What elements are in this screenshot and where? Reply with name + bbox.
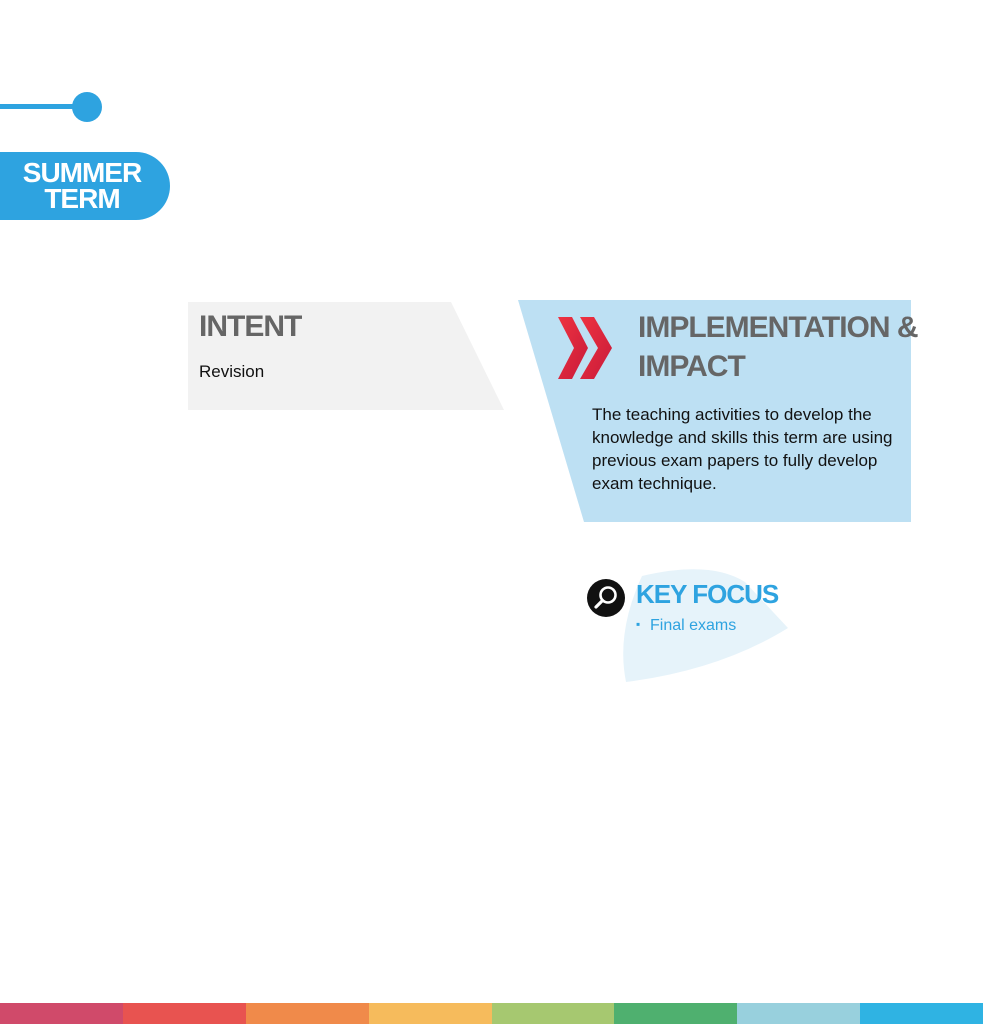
key-focus-list: Final exams <box>636 617 736 635</box>
timeline-line <box>0 104 80 109</box>
implementation-body: The teaching activities to develop the k… <box>592 405 893 493</box>
stripe-segment <box>491 1003 615 1024</box>
key-focus-title: KEY FOCUS <box>636 579 779 609</box>
search-icon <box>587 579 625 617</box>
stripe-segment <box>614 1003 738 1024</box>
term-badge-line2: TERM <box>44 183 120 214</box>
color-stripe <box>0 1003 983 1024</box>
key-focus-item: Final exams <box>636 617 736 635</box>
implementation-title: IMPLEMENTATION & IMPACT <box>638 311 919 383</box>
intent-panel <box>188 302 504 410</box>
implementation-panel <box>518 300 911 522</box>
stripe-segment <box>245 1003 369 1024</box>
term-badge: SUMMER TERM <box>0 152 170 220</box>
double-chevron-right-icon <box>558 317 612 379</box>
stripe-segment <box>737 1003 861 1024</box>
intent-title: INTENT <box>199 310 302 343</box>
stripe-segment <box>860 1003 983 1024</box>
stripe-segment <box>368 1003 492 1024</box>
stripe-segment <box>0 1003 123 1024</box>
intent-body: Revision <box>199 362 265 381</box>
timeline-dot <box>72 92 102 122</box>
stripe-segment <box>122 1003 246 1024</box>
term-badge-line1: SUMMER <box>22 157 142 188</box>
